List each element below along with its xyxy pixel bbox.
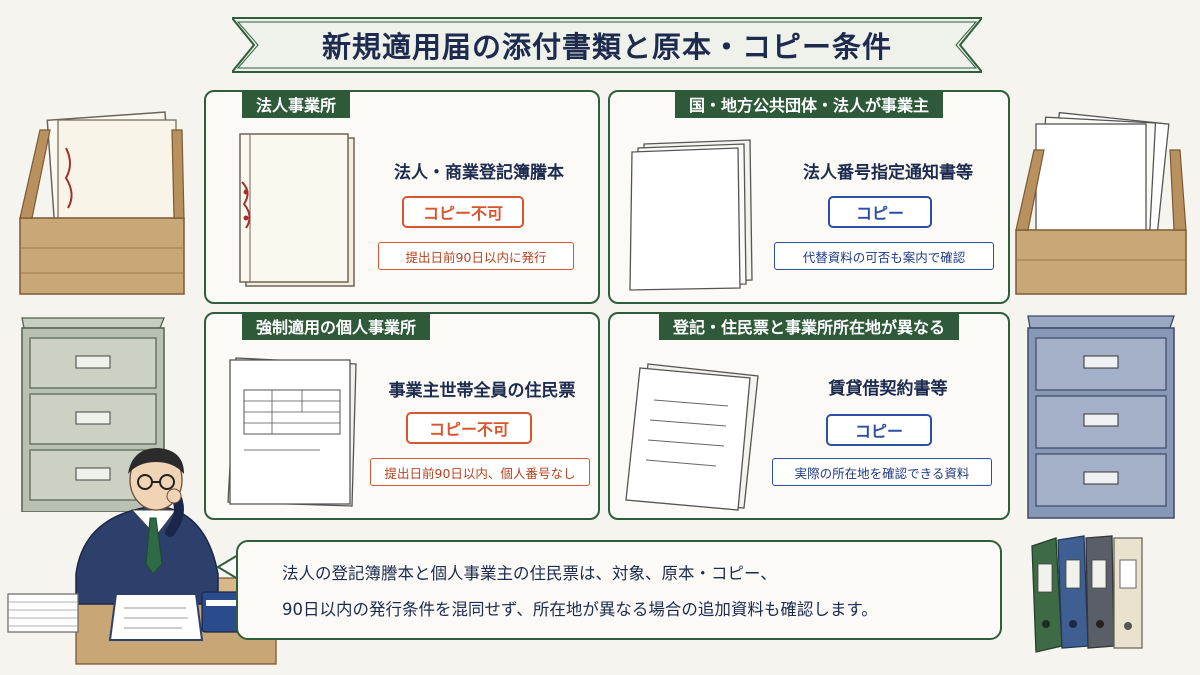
- page-title: 新規適用届の添付書類と原本・コピー条件: [321, 30, 892, 64]
- summary-bubble: 法人の登記簿謄本と個人事業主の住民票は、対象、原本・コピー、 90日以内の発行条…: [236, 540, 1002, 640]
- panel-label: 国・地方公共団体・法人が事業主: [674, 90, 944, 118]
- binders-illustration: [1031, 535, 1143, 653]
- document-tray-illustration: [19, 111, 185, 295]
- panel-corporate: 法人事業所 法人・商業登記簿謄本 コピー不可 提出日前90日以内に発行: [204, 90, 600, 304]
- filing-cabinet-illustration: [21, 317, 165, 512]
- document-name: 法人番号指定通知書等: [803, 163, 973, 183]
- summary-line-2: 90日以内の発行条件を混同せず、所在地が異なる場合の追加資料も確認します。: [282, 600, 878, 619]
- ribbon-shape: [232, 17, 982, 73]
- form-document-icon: [227, 357, 357, 507]
- summary-line-1: 法人の登記簿謄本と個人事業主の住民票は、対象、原本・コピー、: [282, 564, 777, 583]
- document-name: 賃貸借契約書等: [828, 379, 948, 399]
- document-name: 法人・商業登記簿謄本: [394, 163, 564, 183]
- status-badge: コピー: [826, 414, 932, 446]
- document-name: 事業主世帯全員の住民票: [388, 381, 576, 401]
- status-badge: コピー: [828, 196, 932, 228]
- condition-note: 提出日前90日以内、個人番号なし: [370, 458, 590, 486]
- paper-tray-illustration: [1015, 111, 1187, 295]
- panel-label: 法人事業所: [242, 90, 351, 118]
- panel-label: 強制適用の個人事業所: [242, 312, 431, 340]
- panel-public-entity: 国・地方公共団体・法人が事業主 法人番号指定通知書等 コピー 代替資料の可否も案…: [608, 90, 1010, 304]
- blue-cabinet-illustration: [1027, 315, 1175, 519]
- condition-note: 提出日前90日以内に発行: [378, 242, 574, 270]
- panel-label: 登記・住民票と事業所所在地が異なる: [658, 312, 960, 340]
- panel-sole-proprietor: 強制適用の個人事業所 事業主世帯全員の住民票 コピー不可 提出日前90日以内、個…: [204, 312, 600, 520]
- title-banner: 新規適用届の添付書類と原本・コピー条件: [232, 14, 982, 76]
- bound-document-icon: [239, 133, 355, 287]
- status-badge: コピー不可: [406, 412, 532, 444]
- condition-note: 実際の所在地を確認できる資料: [772, 458, 992, 486]
- condition-note: 代替資料の可否も案内で確認: [774, 242, 994, 270]
- contract-document-icon: [625, 363, 759, 511]
- paper-stack-icon: [629, 139, 753, 291]
- panel-different-address: 登記・住民票と事業所所在地が異なる 賃貸借契約書等 コピー 実際の所在地を確認で…: [608, 312, 1010, 520]
- status-badge: コピー不可: [402, 196, 524, 228]
